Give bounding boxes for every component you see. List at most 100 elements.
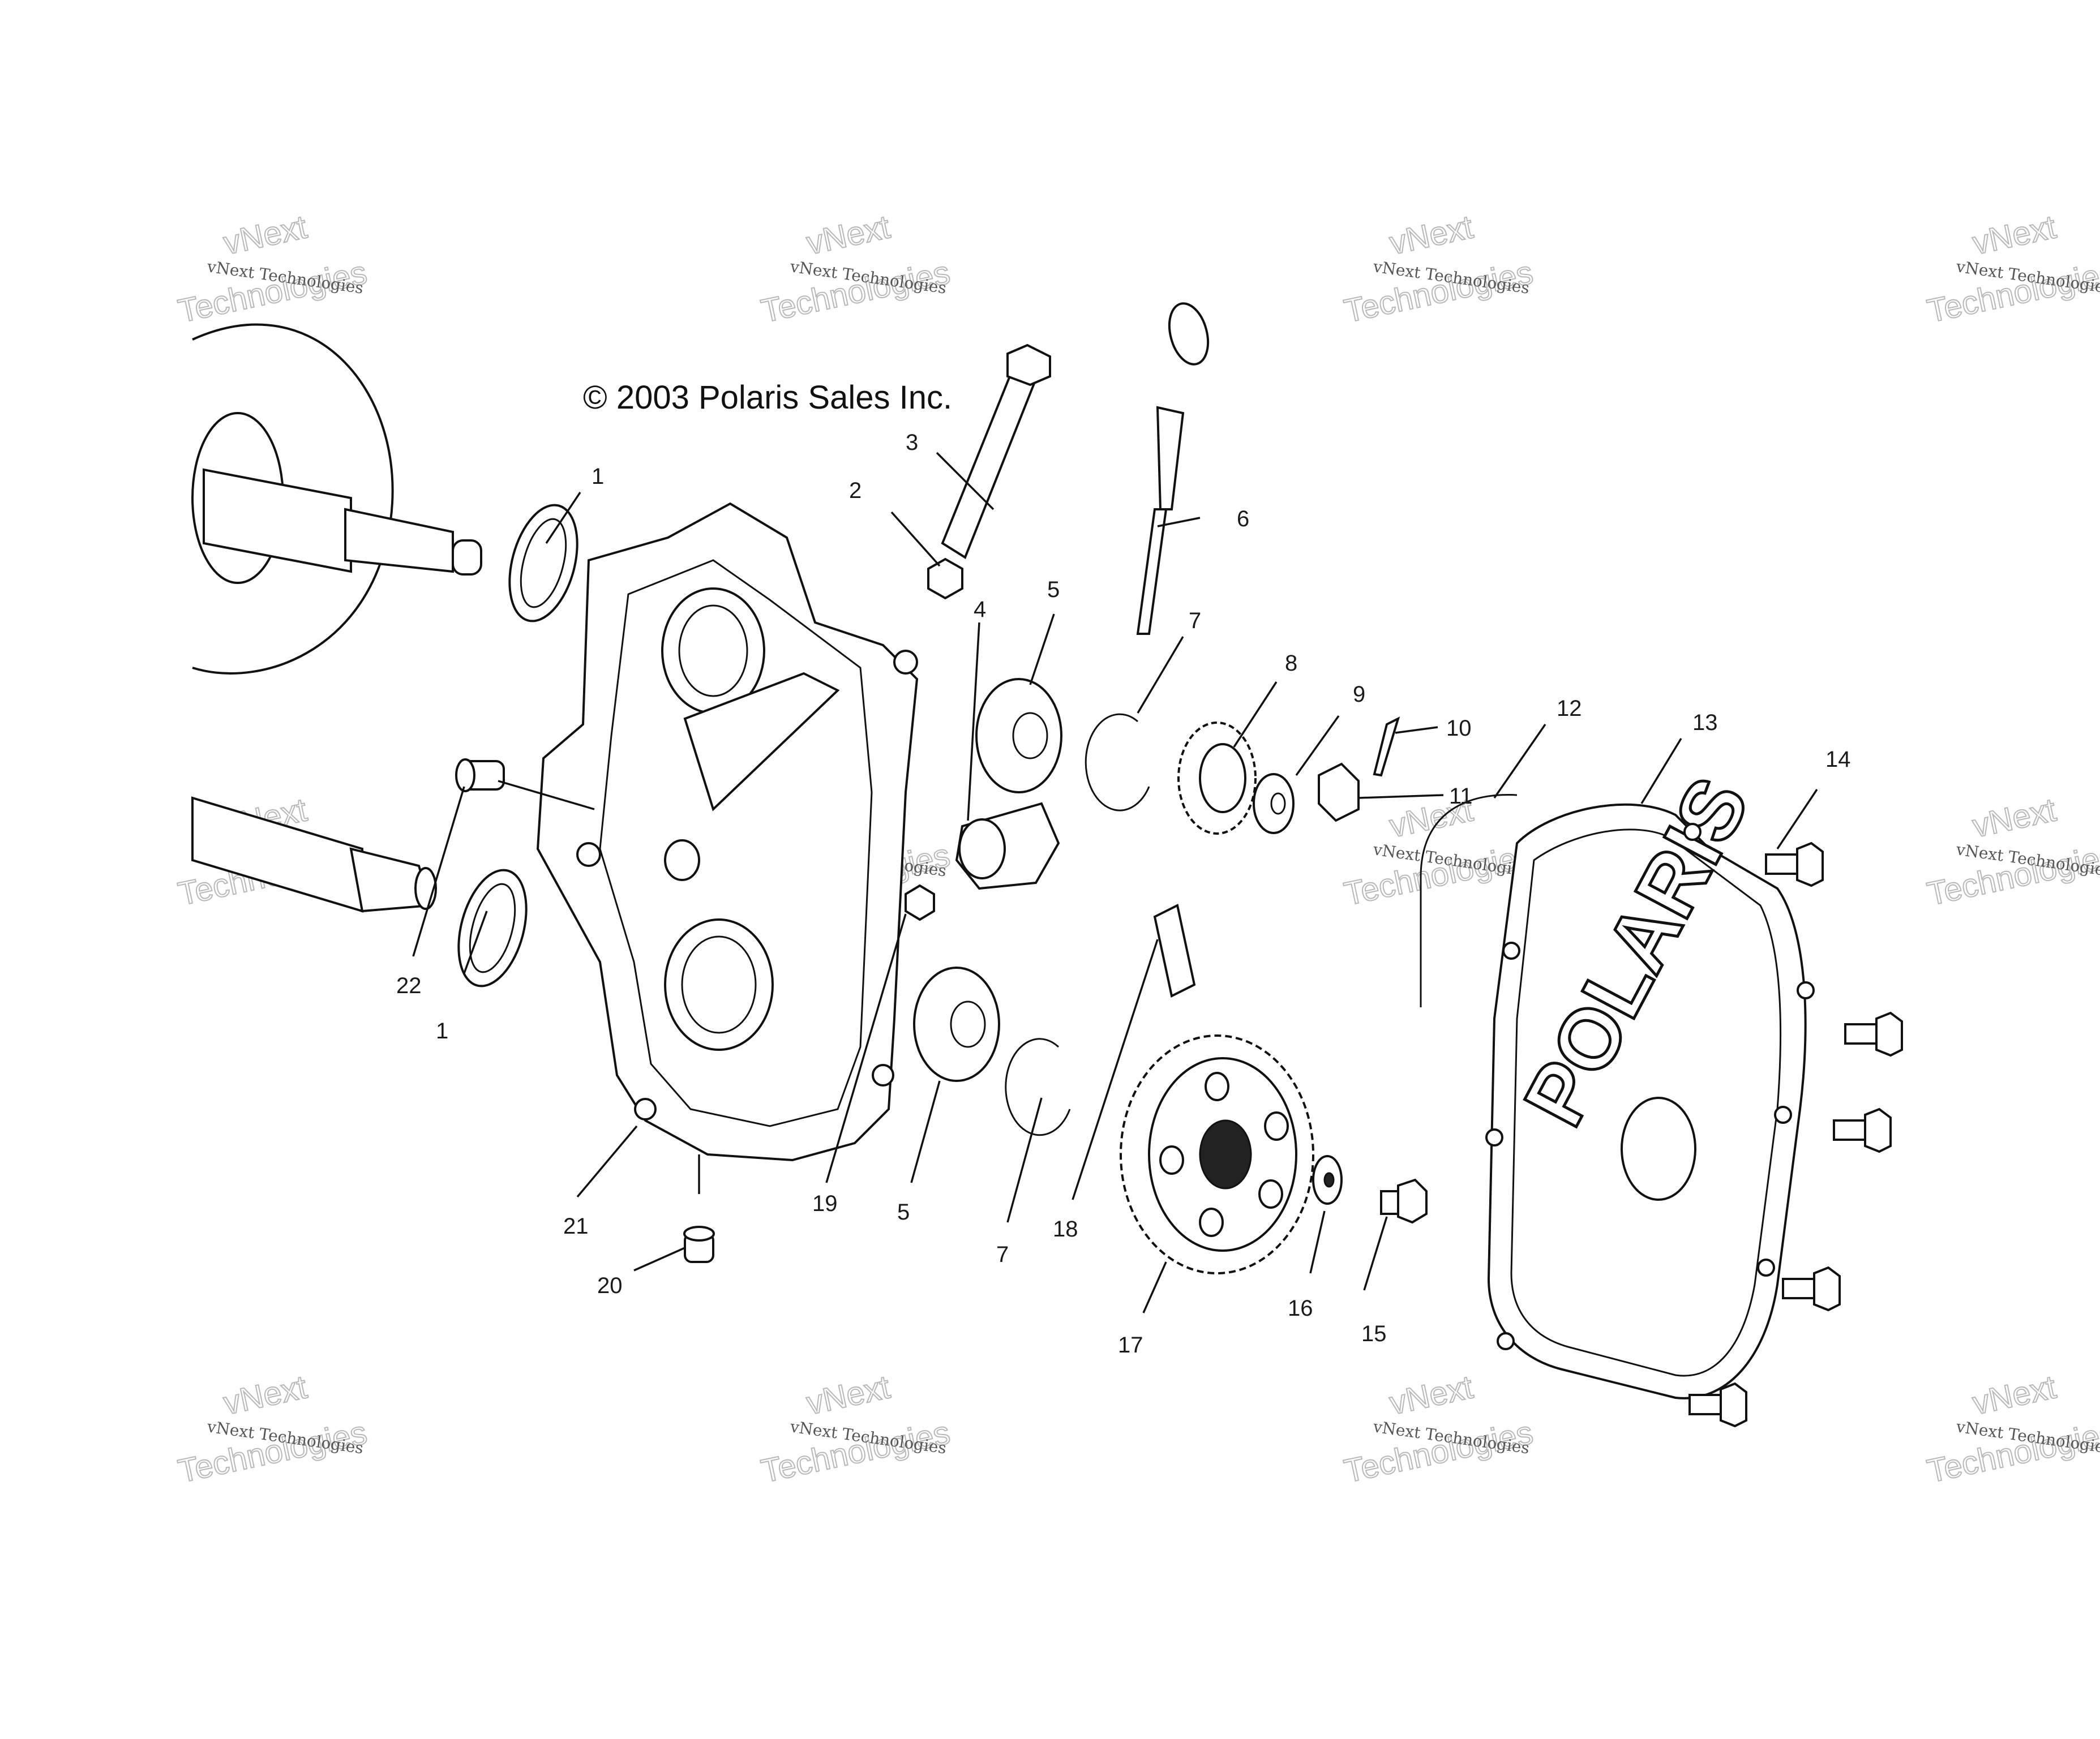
leader-line bbox=[1309, 1210, 1326, 1274]
bolt-shank bbox=[1765, 853, 1801, 875]
bolt-shank bbox=[1833, 1119, 1869, 1141]
cotter-pin-part-10 bbox=[1373, 716, 1400, 777]
leader-line bbox=[412, 786, 465, 957]
dipstick-part-6 bbox=[1136, 302, 1210, 635]
bolt-head bbox=[1006, 343, 1051, 387]
bearing-bore bbox=[950, 1001, 986, 1048]
leader-line bbox=[576, 1125, 638, 1198]
callout-17: 17 bbox=[1118, 1333, 1143, 1358]
watermark-vnext: vNext bbox=[220, 208, 310, 261]
upper-bearing-bore-inner bbox=[678, 604, 748, 697]
nut-part-19 bbox=[905, 884, 935, 921]
leader-line bbox=[890, 511, 941, 567]
callout-21: 21 bbox=[563, 1214, 589, 1239]
dipstick-plug bbox=[1156, 406, 1185, 510]
cover-hole bbox=[1757, 1259, 1775, 1277]
callout-10: 10 bbox=[1446, 716, 1472, 741]
housing-boss bbox=[664, 839, 700, 881]
leader-line bbox=[1137, 636, 1184, 714]
watermark-vnext: vNext bbox=[220, 1368, 310, 1422]
bolt-part-14 bbox=[1765, 841, 1824, 887]
housing-hole bbox=[872, 1064, 894, 1087]
bolt-head bbox=[1397, 1178, 1428, 1224]
bolt-part-14 bbox=[1782, 1266, 1841, 1312]
watermark: vNext Technologies vNext Technologies bbox=[1340, 1368, 1537, 1490]
sprocket-part-17 bbox=[1120, 1034, 1314, 1274]
chain-slot bbox=[683, 672, 840, 811]
dipstick-ring bbox=[1168, 302, 1210, 366]
leader-line bbox=[1142, 1261, 1167, 1313]
pin-head bbox=[455, 758, 475, 792]
leader-line bbox=[1072, 939, 1159, 1200]
copyright-notice: © 2003 Polaris Sales Inc. bbox=[583, 379, 952, 416]
bolt-part-14 bbox=[1844, 1011, 1903, 1057]
callout-11: 11 bbox=[1449, 784, 1473, 809]
bolt-shank bbox=[941, 366, 1038, 559]
cover-hole bbox=[1774, 1106, 1792, 1124]
watermark: vNext Technologies vNext Technologies bbox=[757, 208, 954, 330]
gear-part-8 bbox=[1177, 722, 1257, 835]
callout-3: 3 bbox=[906, 430, 918, 455]
housing-rim bbox=[599, 559, 873, 1127]
watermark-vnext: vNext bbox=[1969, 208, 2059, 261]
leader-line bbox=[1029, 613, 1055, 685]
leader-line bbox=[1776, 789, 1818, 849]
bolt-head bbox=[1720, 1382, 1747, 1428]
watermark: vNext Technologies vNext Technologies bbox=[757, 1368, 954, 1490]
callout-14: 14 bbox=[1825, 747, 1851, 772]
bearing-part-5-upper bbox=[975, 678, 1062, 793]
leader-line bbox=[1363, 1216, 1388, 1291]
callouts: 1 2 3 4 5 6 7 8 9 10 11 12 13 14 15 16 1… bbox=[396, 430, 1851, 1358]
snap-ring-part-7-lower bbox=[1005, 1038, 1071, 1136]
leader-line bbox=[1233, 681, 1278, 748]
leader-lines bbox=[412, 452, 1818, 1313]
bolt-part-14 bbox=[1688, 1382, 1747, 1428]
leader-line bbox=[545, 492, 581, 544]
sprocket-hole bbox=[1264, 1111, 1289, 1141]
washer-part-16-hole bbox=[1323, 1172, 1335, 1188]
callout-13: 13 bbox=[1692, 710, 1718, 735]
bolt-shank bbox=[1688, 1394, 1725, 1415]
watermark-vnext: vNext bbox=[1969, 791, 2059, 844]
upper-shaft-assembly bbox=[191, 323, 482, 675]
tensioner-roller bbox=[958, 818, 1006, 879]
watermark: vNext Technologies vNext Technologies bbox=[174, 208, 371, 330]
plug-part-20 bbox=[683, 1226, 715, 1263]
callout-5: 5 bbox=[1047, 577, 1060, 602]
leader-line bbox=[1006, 1097, 1043, 1223]
cover-hole bbox=[1683, 823, 1702, 841]
callout-4: 4 bbox=[974, 597, 986, 622]
lower-bearing-bore-inner bbox=[681, 935, 757, 1034]
callout-22: 22 bbox=[396, 973, 422, 998]
cover-hole bbox=[1797, 981, 1815, 999]
bolt-shank bbox=[1782, 1278, 1818, 1299]
sprocket-hole bbox=[1205, 1072, 1229, 1101]
watermark: vNext Technologies vNext Technologies bbox=[1923, 208, 2100, 330]
callout-1: 1 bbox=[436, 1019, 448, 1044]
bolt-head bbox=[1864, 1107, 1892, 1153]
callout-7: 7 bbox=[1189, 608, 1201, 633]
seal-part-1-lower bbox=[457, 869, 528, 987]
chaincase-cover-part-13: POLARIS bbox=[1485, 761, 1815, 1399]
watermark-vnext: vNext bbox=[1386, 208, 1476, 261]
leader-line bbox=[1395, 726, 1438, 734]
plug-top bbox=[683, 1226, 715, 1242]
housing-hole bbox=[576, 842, 601, 867]
callout-16: 16 bbox=[1288, 1296, 1313, 1321]
leader-line bbox=[825, 913, 907, 1183]
callout-8: 8 bbox=[1285, 651, 1297, 676]
watermark: vNext Technologies vNext Technologies bbox=[1340, 791, 1537, 913]
callout-18: 18 bbox=[1053, 1217, 1078, 1242]
callout-20: 20 bbox=[597, 1273, 623, 1298]
callout-6: 6 bbox=[1237, 506, 1249, 531]
bolt-head bbox=[1875, 1011, 1903, 1057]
bolt-shank bbox=[1844, 1023, 1880, 1045]
callout-12: 12 bbox=[1557, 696, 1582, 721]
leader-line bbox=[498, 780, 595, 810]
callout-1: 1 bbox=[592, 464, 604, 489]
seal-part-1-upper bbox=[508, 504, 578, 622]
watermark-vnext: vNext bbox=[803, 208, 893, 261]
bolt-part-3 bbox=[941, 343, 1051, 559]
callout-9: 9 bbox=[1353, 682, 1365, 707]
